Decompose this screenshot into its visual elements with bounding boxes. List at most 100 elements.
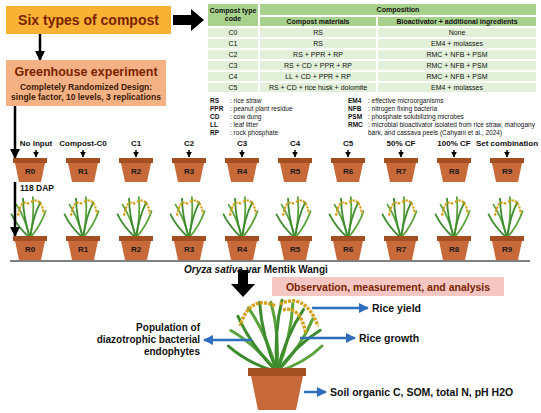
rice-plant xyxy=(436,197,470,238)
leaf xyxy=(341,199,348,238)
panicle xyxy=(240,303,275,326)
leaf xyxy=(507,211,523,238)
panicle xyxy=(283,203,294,217)
table-cell: C5 xyxy=(207,82,259,93)
abbreviation-definition: : rice straw xyxy=(230,97,344,105)
panicle xyxy=(455,201,468,215)
panicle xyxy=(336,203,347,217)
pot-rim xyxy=(172,158,206,163)
pointer-arrow xyxy=(135,150,137,157)
abbreviation-definition: : effective microorganisms xyxy=(368,97,537,105)
panicle xyxy=(137,201,150,215)
pot-rim xyxy=(331,236,365,241)
species-name: Oryza sativa xyxy=(184,264,243,276)
variety-name: var Mentik Wangi xyxy=(246,264,328,276)
pot-rim xyxy=(119,158,153,163)
rice-plant xyxy=(118,197,152,238)
pot-rim xyxy=(66,236,100,241)
leaf xyxy=(129,199,136,238)
pot-rim xyxy=(225,158,259,163)
pot-node: R4 xyxy=(225,236,259,260)
table-cell: RS xyxy=(259,27,377,38)
table-cell: RMC + NFB + PSM xyxy=(377,49,537,60)
table-cell: EM4 + molasses xyxy=(377,82,537,93)
treatment-label: Set combination xyxy=(476,139,538,149)
table-cell: RS xyxy=(259,38,377,49)
treatment-label: Compost-C0 xyxy=(59,139,107,149)
panicle xyxy=(402,201,415,215)
output-arrow xyxy=(312,307,368,310)
rice-plant xyxy=(277,197,311,238)
panicle xyxy=(71,203,82,217)
pot-label: R3 xyxy=(172,158,206,176)
pot-rim xyxy=(490,236,524,241)
pointer-arrow xyxy=(453,150,455,157)
abbreviation-definition: : peanut plant residue xyxy=(230,105,344,113)
table-cell: C2 xyxy=(207,49,259,60)
pot-label: R1 xyxy=(66,236,100,254)
panicle xyxy=(296,201,309,215)
table-cell: EM4 + molasses xyxy=(377,38,537,49)
pot-label: R3 xyxy=(172,236,206,254)
abbreviation: PPR xyxy=(210,105,230,113)
treatment-label: C1 xyxy=(131,139,141,149)
leaf xyxy=(182,199,189,238)
leaf xyxy=(447,199,454,238)
rice-plant xyxy=(171,197,205,238)
pot-rim xyxy=(437,158,471,163)
pot-label: R6 xyxy=(331,158,365,176)
pointer-arrow xyxy=(241,150,243,157)
panicle xyxy=(84,201,97,215)
treatment-label: C2 xyxy=(184,139,194,149)
table-cell: RS + CD + PPR + RP xyxy=(259,60,377,71)
leaf xyxy=(76,199,83,238)
table-cell: C4 xyxy=(207,71,259,82)
leaf xyxy=(277,330,320,372)
abbreviation: EM4 xyxy=(348,97,368,105)
pot-label: R2 xyxy=(119,236,153,254)
pot-label: R4 xyxy=(225,158,259,176)
abbreviation: RMC xyxy=(348,121,368,129)
pointer-arrow xyxy=(347,150,349,157)
rice-plant xyxy=(65,197,99,238)
table-header: Composition xyxy=(259,3,537,16)
table-cell: None xyxy=(377,27,537,38)
pot-rim xyxy=(119,236,153,241)
pot-rim xyxy=(172,236,206,241)
pot-node: R8 xyxy=(437,236,471,260)
pot-node: R7 xyxy=(384,236,418,260)
table-header: Compost type code xyxy=(207,3,259,27)
abbreviation-definition: : microbial bioactivator isolated from r… xyxy=(368,121,537,137)
treatment-label: C5 xyxy=(343,139,353,149)
leaf xyxy=(242,211,258,238)
pointer-arrow xyxy=(82,150,84,157)
pot-label: R2 xyxy=(119,158,153,176)
box-title: Six types of compost xyxy=(18,12,159,28)
treatment-label: C4 xyxy=(290,139,300,149)
abbreviation-definition: : leaf litter xyxy=(230,121,344,129)
pot-label: R7 xyxy=(384,158,418,176)
pot-rim xyxy=(384,158,418,163)
pot-node: R9 xyxy=(490,236,524,260)
pointer-arrow xyxy=(400,150,402,157)
panicle xyxy=(177,203,188,217)
pot-label: R1 xyxy=(66,158,100,176)
table-cell: RMC + NFB + PSM xyxy=(377,60,537,71)
flow-arrow xyxy=(39,34,42,60)
pot-label: R9 xyxy=(490,158,524,176)
panicle xyxy=(508,201,521,215)
leaf xyxy=(136,211,152,238)
panicle xyxy=(280,301,318,326)
pot-node: R5 xyxy=(278,236,312,260)
panicle xyxy=(18,203,29,217)
pot-node: R1 xyxy=(66,236,100,260)
treatment-label: 50% CF xyxy=(387,139,416,149)
pot-node: R9 xyxy=(490,158,524,182)
pot-label: R0 xyxy=(13,236,47,254)
table-header: Compost materials xyxy=(259,16,377,27)
pot-label: R5 xyxy=(278,236,312,254)
leaf xyxy=(189,211,205,238)
pot-node: R8 xyxy=(437,158,471,182)
output-arrow xyxy=(304,391,326,394)
panicle xyxy=(124,203,135,217)
